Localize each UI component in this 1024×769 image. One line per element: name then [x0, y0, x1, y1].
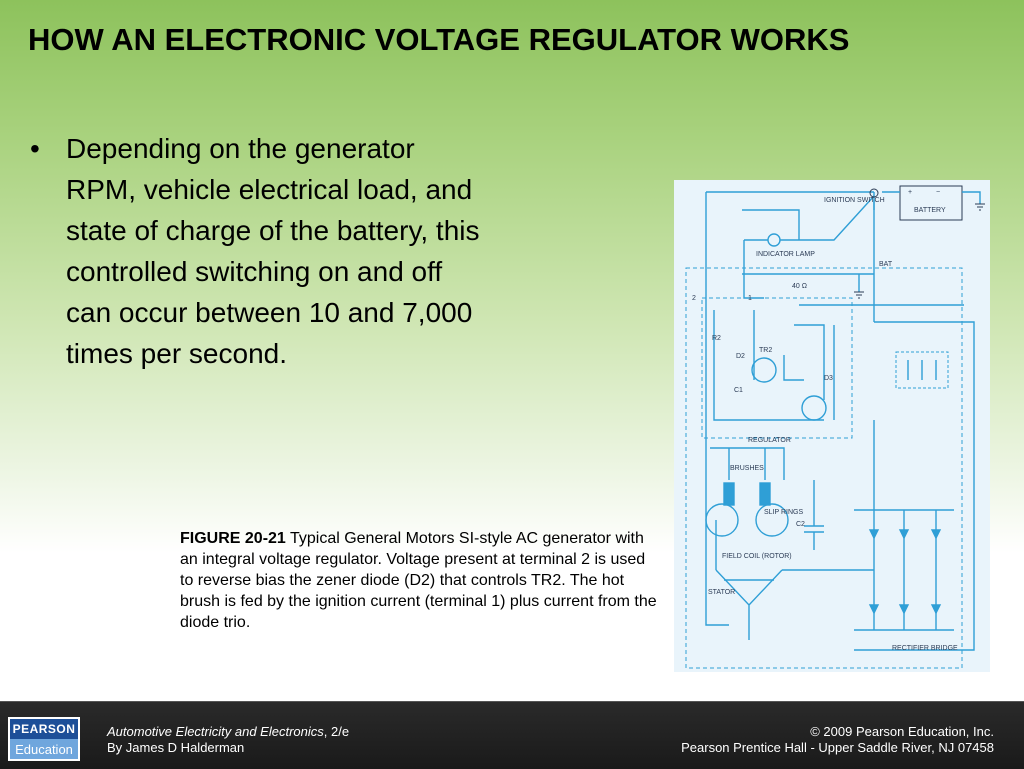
wiring-diagram: IGNITION SWITCH + − BATTERY INDICATOR LA…: [674, 180, 990, 672]
footer-book-edition: , 2/e: [323, 724, 350, 739]
footer-book-info: Automotive Electricity and Electronics, …: [107, 724, 349, 756]
label-regulator: REGULATOR: [748, 437, 791, 444]
footer-publisher: Pearson Prentice Hall - Upper Saddle Riv…: [681, 740, 994, 755]
label-d3: D3: [824, 375, 833, 382]
label-ignition-switch: IGNITION SWITCH: [824, 197, 885, 204]
wiring-diagram-svg: IGNITION SWITCH + − BATTERY INDICATOR LA…: [685, 185, 985, 669]
label-rectifier-bridge: RECTIFIER BRIDGE: [892, 645, 958, 652]
label-r2: R2: [712, 335, 721, 342]
bullet-text: Depending on the generator RPM, vehicle …: [66, 133, 480, 369]
bullet-marker: •: [30, 133, 40, 164]
label-stator: STATOR: [708, 589, 735, 596]
logo-bottom-text: Education: [10, 739, 78, 759]
logo-top-text: PEARSON: [10, 719, 78, 739]
label-terminal-1: 1: [748, 295, 752, 302]
slide-title: HOW AN ELECTRONIC VOLTAGE REGULATOR WORK…: [28, 22, 850, 57]
label-bat: BAT: [879, 261, 893, 268]
label-battery-minus: −: [936, 189, 940, 196]
footer-book-title: Automotive Electricity and Electronics: [107, 724, 324, 739]
label-c1: C1: [734, 387, 743, 394]
figure-caption: FIGURE 20-21 Typical General Motors SI-s…: [180, 528, 660, 633]
footer-copyright: © 2009 Pearson Education, Inc.: [810, 724, 994, 739]
label-slip-rings: SLIP RINGS: [764, 509, 803, 516]
label-battery: BATTERY: [914, 207, 946, 214]
figure-caption-text: Typical General Motors SI-style AC gener…: [180, 530, 657, 631]
label-terminal-2: 2: [692, 295, 696, 302]
bullet-list: • Depending on the generator RPM, vehicl…: [30, 128, 490, 374]
label-brushes: BRUSHES: [730, 465, 764, 472]
label-tr2: TR2: [759, 347, 772, 354]
footer-author: By James D Halderman: [107, 740, 245, 755]
label-indicator-lamp: INDICATOR LAMP: [756, 251, 815, 258]
label-field-coil: FIELD COIL (ROTOR): [722, 553, 792, 560]
label-d2: D2: [736, 353, 745, 360]
footer-book-line: Automotive Electricity and Electronics, …: [107, 724, 349, 740]
label-resistor-40: 40 Ω: [792, 283, 807, 290]
figure-label: FIGURE 20-21: [180, 530, 286, 547]
label-battery-plus: +: [908, 189, 912, 196]
label-c2: C2: [796, 521, 805, 528]
pearson-logo: PEARSON Education: [8, 717, 80, 761]
footer-bar: PEARSON Education Automotive Electricity…: [0, 701, 1024, 769]
footer-publisher-info: © 2009 Pearson Education, Inc. Pearson P…: [681, 724, 994, 756]
